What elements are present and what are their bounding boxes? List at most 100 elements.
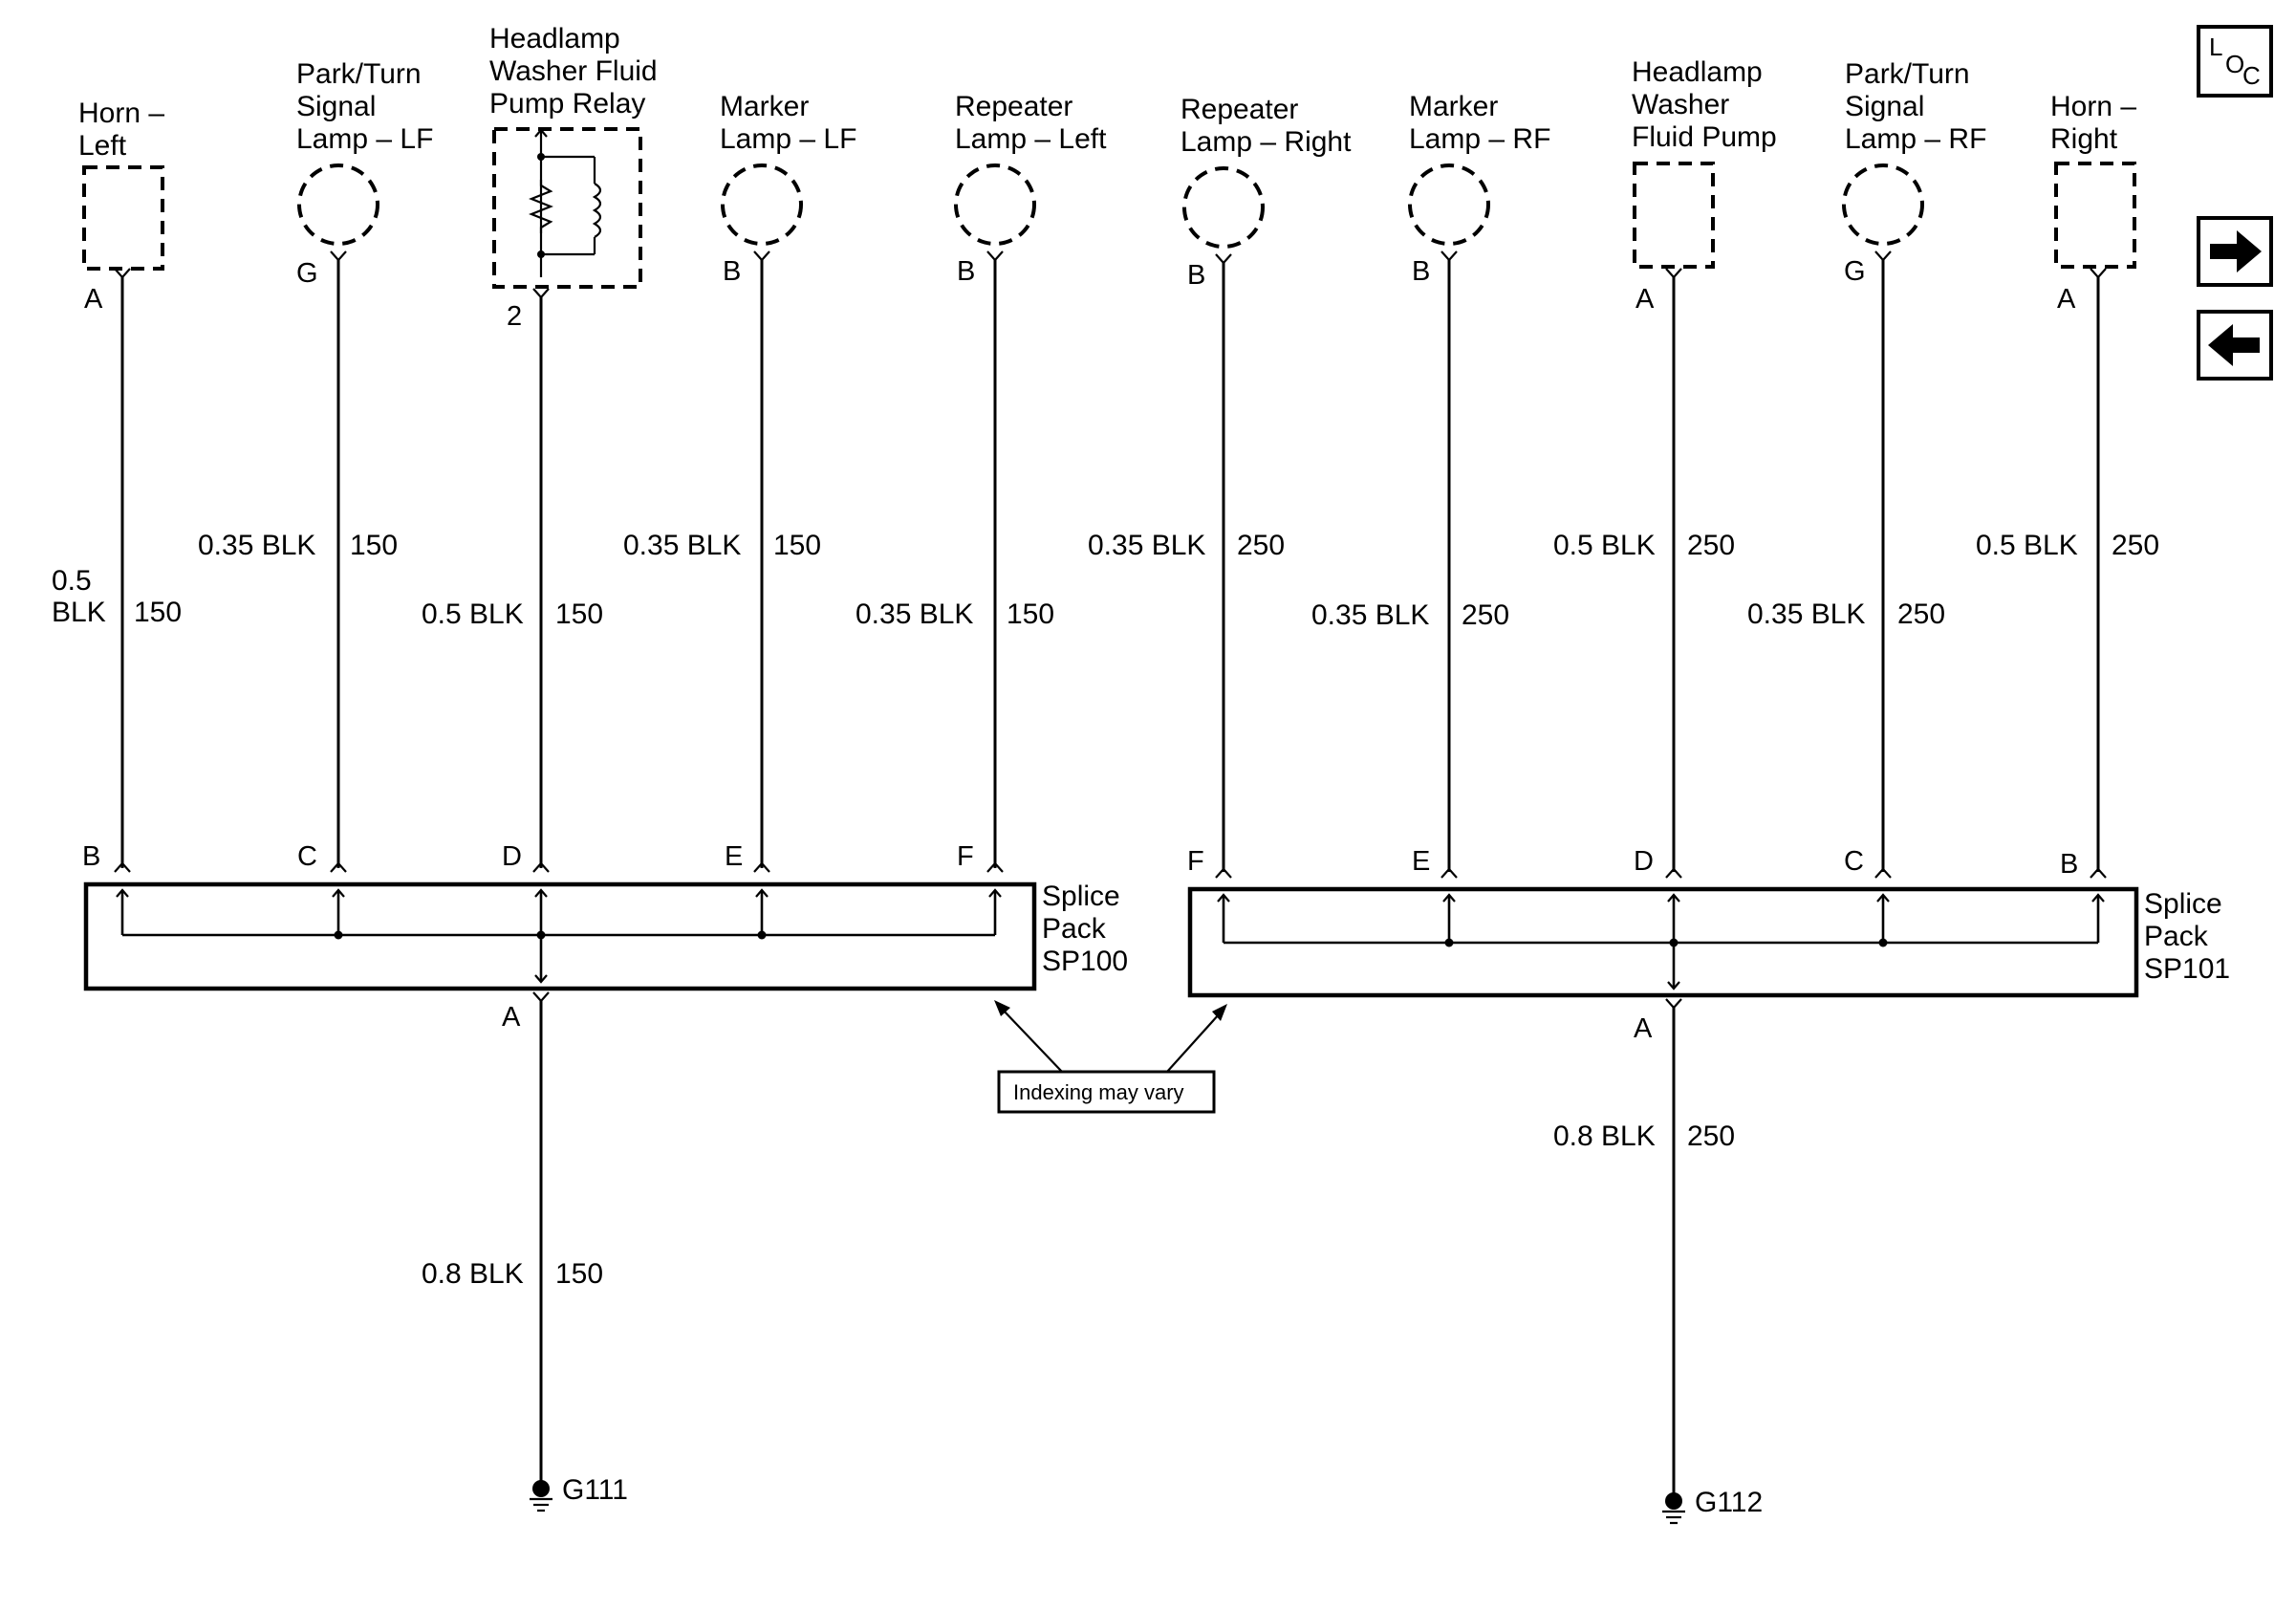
horn-right-splice-connector (2090, 867, 2107, 879)
marker-rf-lamp (1408, 163, 1490, 246)
washer-relay-splice-connector (532, 861, 550, 873)
park-turn-lf-label-1: Park/Turn (296, 58, 422, 90)
marker-rf-top-pin: B (1412, 256, 1430, 287)
horn-left-label-2: Left (78, 130, 127, 162)
repeater-right-connector (1215, 253, 1232, 265)
washer-pump-label-3: Fluid Pump (1632, 121, 1777, 153)
indexing-note-text: Indexing may vary (1013, 1080, 1184, 1104)
sp100-label-1: Splice (1042, 881, 1120, 912)
washer-relay-label-3: Pump Relay (489, 88, 645, 120)
park-turn-lf-wire-label: 0.35 BLK (198, 530, 315, 561)
park-turn-lf-top-pin: G (296, 258, 318, 289)
park-turn-rf-wire-label: 0.35 BLK (1747, 598, 1865, 630)
repeater-right-wire-label: 0.35 BLK (1088, 530, 1205, 561)
park-turn-rf-splice-pin: C (1844, 846, 1864, 877)
repeater-right-splice-pin: F (1187, 846, 1204, 877)
component-repeater-right: Repeater Lamp – Right B 0.35 BLK 250 F (1088, 94, 1352, 879)
horn-right-label-2: Right (2050, 123, 2118, 155)
repeater-left-circuit: 150 (1007, 598, 1054, 630)
marker-lf-label-1: Marker (720, 91, 809, 122)
park-turn-rf-lamp (1842, 163, 1924, 246)
horn-right-wire-label: 0.5 BLK (1976, 530, 2078, 561)
marker-rf-label-2: Lamp – RF (1409, 123, 1550, 155)
next-page-button[interactable] (2197, 216, 2273, 287)
sp101-out-wire-label: 0.8 BLK (1553, 1120, 1656, 1152)
park-turn-rf-circuit: 250 (1897, 598, 1945, 630)
marker-rf-splice-pin: E (1412, 846, 1430, 877)
repeater-left-connector (986, 250, 1004, 262)
park-turn-lf-connector (330, 250, 347, 262)
park-turn-rf-top-pin: G (1844, 256, 1866, 287)
repeater-left-lamp (954, 163, 1036, 246)
washer-pump-wire-label: 0.5 BLK (1553, 530, 1656, 561)
park-turn-rf-label-1: Park/Turn (1845, 58, 1970, 90)
component-park-turn-lf: Park/Turn Signal Lamp – LF G 0.35 BLK 15… (198, 58, 433, 873)
sp101-box (1187, 886, 2139, 998)
marker-lf-lamp (721, 163, 803, 246)
washer-relay-label-1: Headlamp (489, 23, 620, 54)
component-marker-rf: Marker Lamp – RF B 0.35 BLK 250 E (1311, 91, 1550, 879)
repeater-right-label-2: Lamp – Right (1180, 126, 1352, 158)
marker-rf-wire-label: 0.35 BLK (1311, 599, 1429, 631)
marker-rf-circuit: 250 (1462, 599, 1509, 631)
marker-lf-label-2: Lamp – LF (720, 123, 856, 155)
repeater-left-label-2: Lamp – Left (955, 123, 1107, 155)
component-horn-left: Horn – Left A 0.5 BLK 150 B (52, 98, 182, 873)
splice-pack-sp101: Splice Pack SP101 A 0.8 BLK 250 G112 (1187, 886, 2230, 1525)
sp100-label-3: SP100 (1042, 946, 1128, 977)
washer-pump-connector (1665, 268, 1682, 279)
ground-g111-label: G111 (562, 1474, 628, 1506)
marker-lf-circuit: 150 (773, 530, 821, 561)
washer-pump-label-1: Headlamp (1632, 56, 1763, 88)
washer-pump-label-2: Washer (1632, 89, 1729, 120)
sp100-out-circuit: 150 (555, 1258, 603, 1290)
marker-rf-label-1: Marker (1409, 91, 1498, 122)
park-turn-rf-label-3: Lamp – RF (1845, 123, 1986, 155)
locator-letter-c: C (2242, 61, 2261, 90)
repeater-left-top-pin: B (957, 256, 975, 287)
park-turn-lf-lamp (297, 163, 379, 246)
horn-right-label-1: Horn – (2050, 91, 2136, 122)
park-turn-rf-splice-connector (1874, 867, 1892, 879)
washer-pump-top-pin: A (1635, 284, 1655, 315)
sp100-out-pin: A (502, 1002, 521, 1033)
washer-relay-circuit: 150 (555, 598, 603, 630)
previous-page-button[interactable] (2197, 310, 2273, 381)
washer-relay-box (492, 127, 642, 289)
component-horn-right: Horn – Right A 0.5 BLK 250 B (1976, 91, 2159, 880)
marker-lf-connector (753, 250, 770, 262)
horn-right-splice-pin: B (2060, 849, 2078, 880)
park-turn-rf-connector (1874, 250, 1892, 262)
locator-button[interactable]: L O C (2197, 25, 2273, 98)
repeater-left-splice-pin: F (957, 841, 974, 872)
sp101-label-2: Pack (2144, 921, 2209, 952)
sp101-label-1: Splice (2144, 888, 2222, 920)
park-turn-lf-label-3: Lamp – LF (296, 123, 433, 155)
washer-pump-circuit: 250 (1687, 530, 1735, 561)
washer-pump-splice-connector (1665, 867, 1682, 879)
repeater-left-splice-connector (986, 861, 1004, 873)
horn-left-splice-pin: B (82, 841, 100, 872)
sp100-box (83, 881, 1037, 991)
park-turn-lf-splice-connector (330, 861, 347, 873)
component-washer-pump: Headlamp Washer Fluid Pump A 0.5 BLK 250… (1553, 56, 1777, 879)
ground-g112-label: G112 (1695, 1487, 1763, 1518)
repeater-right-lamp (1182, 166, 1265, 249)
arrow-left-icon (2208, 324, 2260, 366)
component-washer-relay: Headlamp Washer Fluid Pump Relay 2 0.5 B… (422, 23, 658, 873)
horn-right-top-pin: A (2057, 284, 2076, 315)
horn-right-box (2054, 162, 2136, 269)
repeater-left-wire-label: 0.35 BLK (856, 598, 973, 630)
horn-right-connector (2090, 268, 2107, 279)
sp101-out-pin: A (1634, 1013, 1653, 1044)
marker-lf-splice-connector (753, 861, 770, 873)
marker-rf-connector (1440, 250, 1458, 262)
component-park-turn-rf: Park/Turn Signal Lamp – RF G 0.35 BLK 25… (1747, 58, 1986, 879)
component-marker-lf: Marker Lamp – LF B 0.35 BLK 150 E (623, 91, 856, 873)
indexing-note-box (997, 1070, 1216, 1114)
horn-left-wire-color: BLK (52, 597, 106, 628)
sp101-out-circuit: 250 (1687, 1120, 1735, 1152)
washer-relay-wire-label: 0.5 BLK (422, 598, 524, 630)
horn-left-circuit: 150 (134, 597, 182, 628)
